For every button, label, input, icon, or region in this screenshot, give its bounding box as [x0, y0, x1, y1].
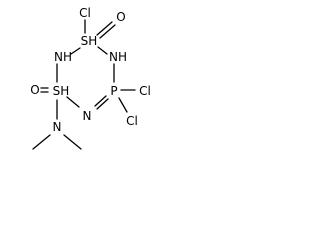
molecule-structure-diagram: Cl O SH NH NH O SH P Cl N Cl N	[30, 6, 151, 150]
atom-nh-left: NH	[54, 50, 72, 64]
bond-s1-o-a	[96, 21, 113, 36]
bonds	[32, 19, 136, 150]
bond-s2-n	[66, 96, 80, 108]
atom-sh-top: SH	[81, 34, 98, 48]
atom-cl-top: Cl	[79, 6, 91, 20]
atom-n-ring: N	[83, 109, 92, 123]
bond-s1-nh-right	[97, 46, 108, 55]
bond-n-methyl-left	[32, 134, 51, 150]
atom-p: P	[110, 84, 117, 98]
atom-cl-p-bottom: Cl	[126, 114, 138, 128]
bond-p-n-b	[96, 98, 109, 110]
bond-s1-nh-left	[70, 47, 81, 55]
atom-cl-p-right: Cl	[139, 84, 151, 98]
atom-nh-right: NH	[109, 50, 127, 64]
bond-p-n-a	[94, 95, 107, 107]
bond-s1-o-b	[99, 24, 116, 39]
atom-n-amine: N	[53, 120, 62, 134]
atom-sh-bottom: SH	[53, 84, 70, 98]
bond-n-methyl-right	[63, 134, 82, 150]
atom-labels: Cl O SH NH NH O SH P Cl N Cl N	[30, 6, 151, 134]
atom-o-left: O	[30, 83, 39, 97]
bond-p-cl2	[118, 97, 128, 113]
atom-o-top: O	[116, 10, 125, 24]
